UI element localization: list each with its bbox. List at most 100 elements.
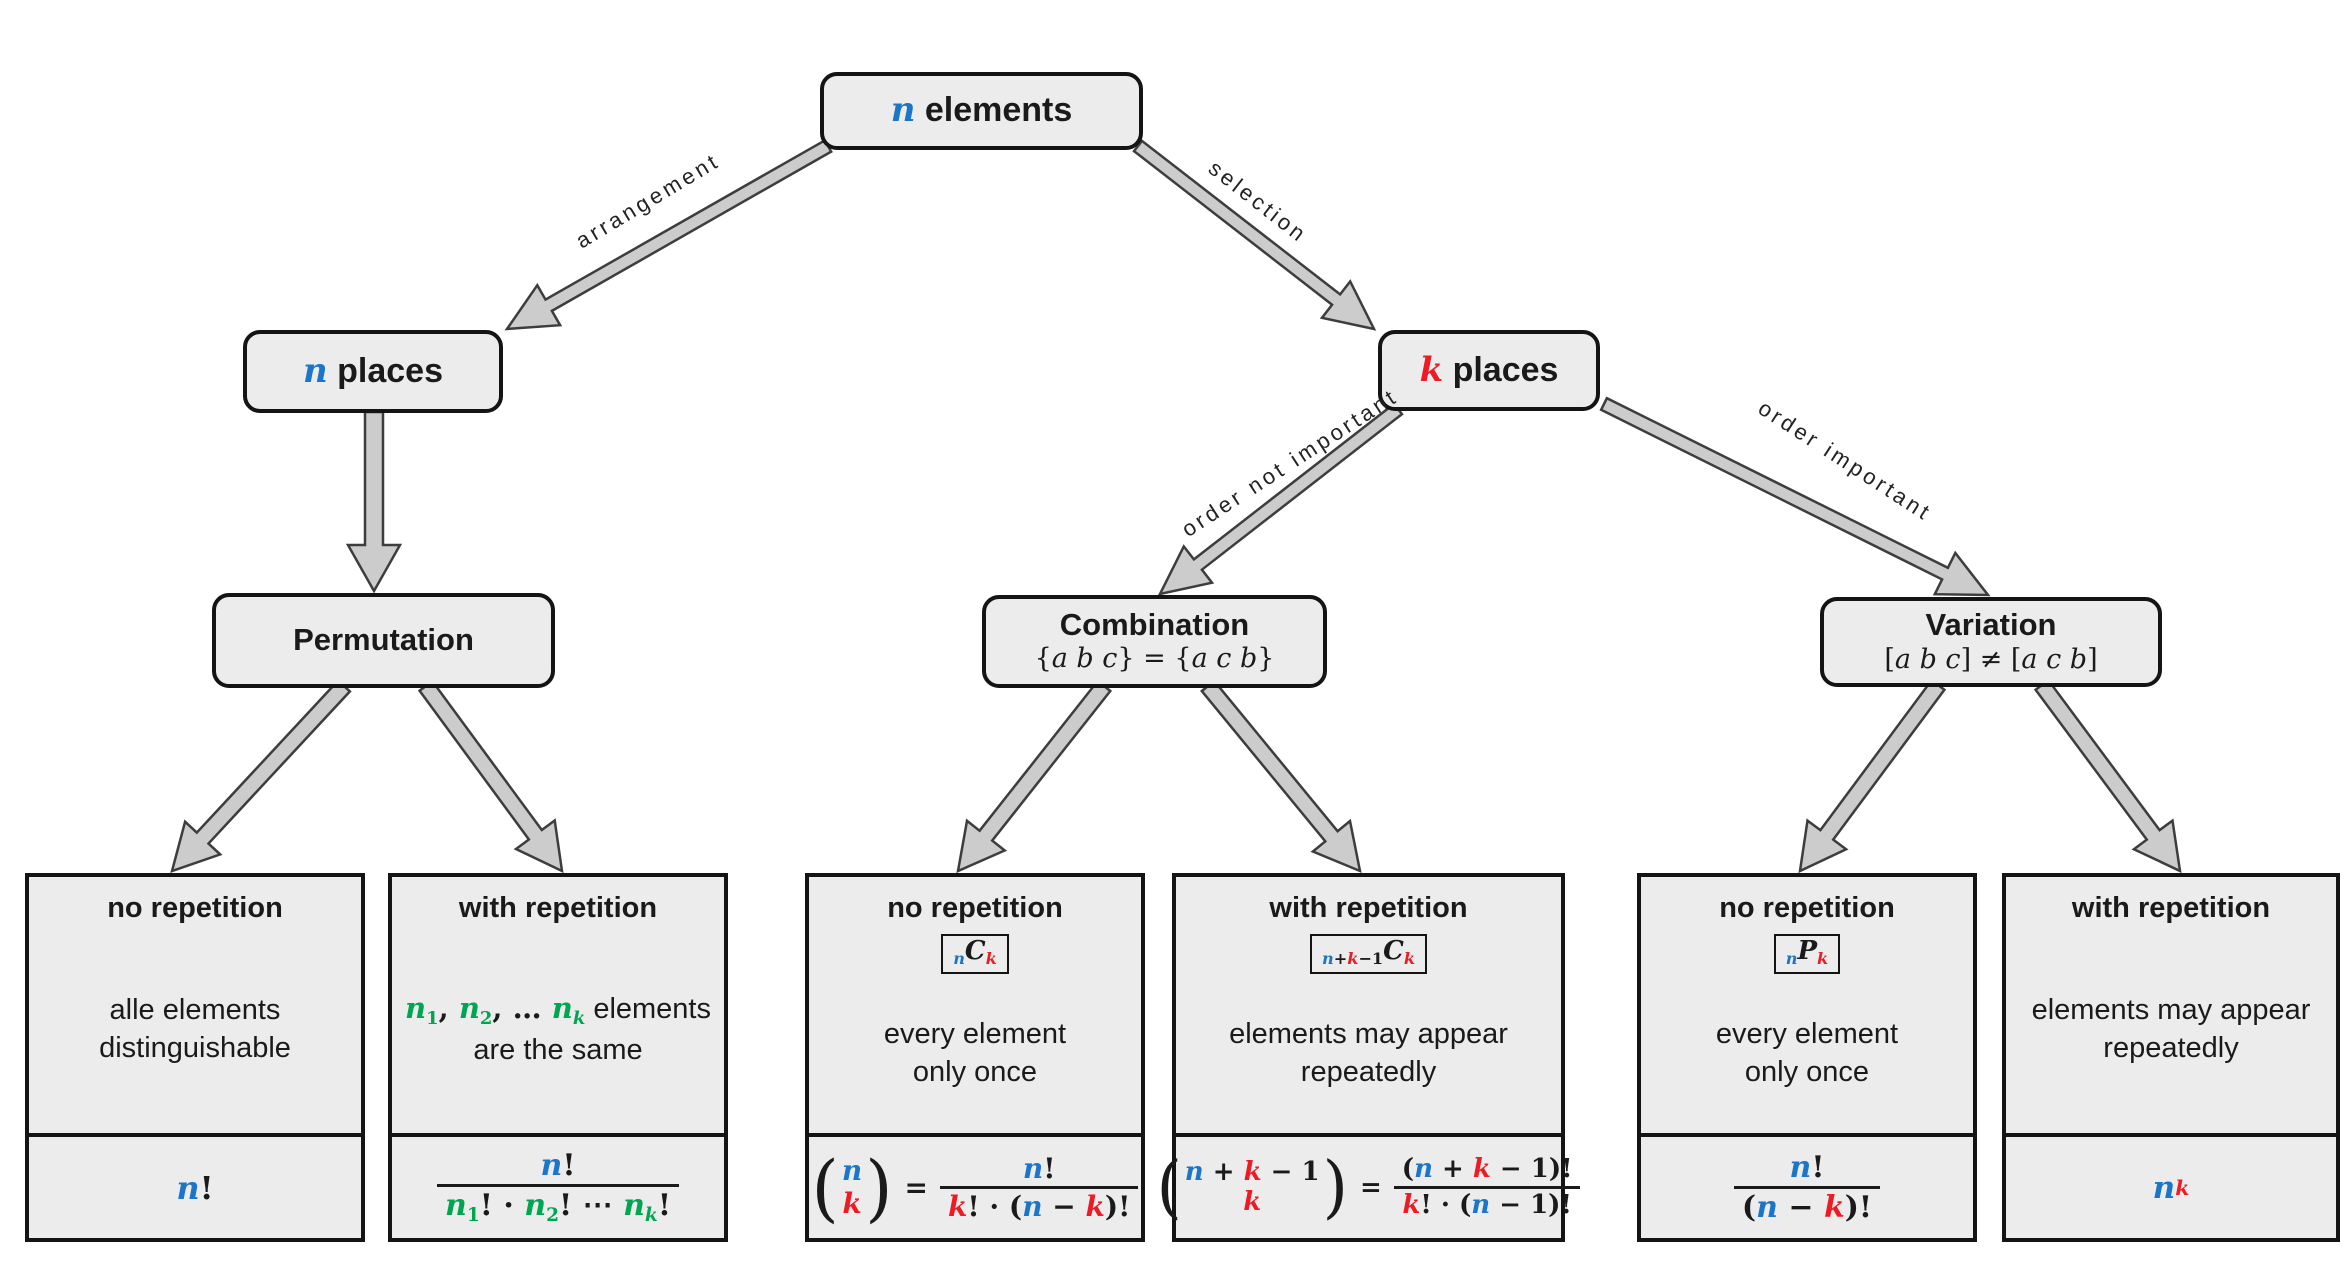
edge-variation-to-card-5 (1798, 678, 1947, 874)
node-permutation: Permutation (212, 593, 555, 688)
formula: n!n1! · n2! ⋯ nk! (437, 1147, 679, 1228)
text-segment: ! (1811, 1149, 1825, 1185)
text-segment: ] ≠ [ (1960, 643, 2022, 675)
text-segment: + (1333, 949, 1348, 969)
text-segment: ( (1741, 1190, 1757, 1225)
description-line: every element (1716, 1015, 1898, 1053)
card-variation-with-repetition: with repetition elements may appear repe… (2002, 873, 2340, 1242)
fraction: (n + k − 1)!k! · (n − 1)! (1394, 1153, 1581, 1221)
text-segment: n (1022, 1190, 1043, 1223)
text-segment: C (1383, 936, 1404, 966)
edge-permutation-to-card-1 (170, 678, 352, 873)
text-segment: , (438, 991, 459, 1026)
node-n-places: n places (243, 330, 503, 413)
text-segment: n (890, 90, 916, 131)
equals-sign: = (904, 1171, 928, 1204)
description-line: elements may appear (2032, 991, 2311, 1029)
text-segment: elements (915, 91, 1073, 130)
text-segment: ! (657, 1188, 671, 1224)
text-segment: n (1022, 1151, 1044, 1185)
description-line: every element (884, 1015, 1066, 1053)
text-segment: repeatedly (1300, 1056, 1437, 1089)
text-segment: only once (1744, 1056, 1870, 1089)
edge-variation-to-card-6 (2033, 678, 2182, 874)
description-line: distinguishable (99, 1029, 291, 1067)
text-segment: −1 (1358, 949, 1384, 969)
text-segment: k (2175, 1175, 2190, 1200)
text-segment: k (572, 1007, 586, 1029)
text-segment: k (1243, 1186, 1262, 1217)
text-segment: elements may appear (2031, 993, 2311, 1026)
text-segment: a c b (1191, 643, 1258, 675)
text-segment: only once (912, 1056, 1038, 1089)
text-segment: n (623, 1188, 645, 1224)
node-title: n places (302, 350, 443, 391)
text-segment: n (551, 991, 573, 1026)
text-segment: k (1347, 949, 1359, 969)
card-header: no repetition (887, 892, 1063, 924)
text-segment: ! · (479, 1188, 525, 1224)
text-segment: )! (1104, 1190, 1131, 1223)
description-line: only once (913, 1053, 1037, 1091)
text-segment: ! ⋯ (559, 1188, 624, 1224)
notation-nCk: nCk (941, 934, 1009, 974)
text-segment: k (1823, 1190, 1845, 1225)
text-segment: 1 (426, 1007, 439, 1029)
formula: n!(n − k)! (1733, 1149, 1881, 1227)
card-formula-section: n!(n − k)! (1641, 1137, 1973, 1238)
text-segment: alle elements (109, 993, 281, 1026)
text-segment: { (1034, 643, 1052, 675)
text-segment: n (841, 1154, 863, 1188)
edge-root-to-n-places (504, 138, 833, 331)
node-n-elements: n elements (820, 72, 1143, 150)
card-combination-with-repetition: with repetition n+k−1Ck elements may app… (1156, 873, 1580, 1242)
text-segment: n (1789, 1149, 1812, 1185)
text-segment: k (947, 1190, 968, 1223)
card-description-section: no repetition nPk every element only onc… (1641, 877, 1973, 1137)
card-variation-no-repetition: no repetition nPk every element only onc… (1637, 873, 1977, 1242)
text-segment: 2 (479, 1007, 493, 1029)
description-line: n1, n2, … nk elements (405, 989, 711, 1030)
text-segment: , … (492, 991, 552, 1026)
notation-n-plus-k-minus-1-Ck: n+k−1Ck (1310, 934, 1427, 974)
description-line: elements may appear (1229, 1015, 1508, 1053)
text-segment: 1 (466, 1205, 480, 1227)
notation-nPk: nPk (1773, 934, 1841, 974)
text-segment: − (1042, 1190, 1086, 1223)
node-subtitle: {a b c} = {a c b} (1035, 643, 1275, 674)
text-segment: k (1419, 349, 1444, 390)
text-segment: k (985, 949, 997, 969)
text-segment: ! (199, 1168, 214, 1207)
card-description: every element only once (884, 974, 1066, 1133)
node-title: n elements (890, 90, 1073, 131)
card-header: no repetition (107, 892, 283, 924)
text-segment: Variation (1925, 607, 2057, 643)
card-header: with repetition (2071, 892, 2271, 924)
edge-combination-to-card-4 (1200, 679, 1362, 874)
card-header: with repetition (1269, 892, 1468, 924)
card-formula-section: n! (29, 1137, 361, 1238)
text-segment: + (1203, 1156, 1244, 1187)
node-title: k places (1419, 349, 1559, 390)
text-segment: ! · ( (967, 1190, 1023, 1223)
text-segment: P (1797, 936, 1818, 966)
text-segment: n (302, 350, 328, 391)
text-segment: a b c (1894, 643, 1961, 675)
card-formula-section: n!n1! · n2! ⋯ nk! (392, 1137, 724, 1238)
text-segment: ] (2087, 643, 2098, 675)
edge-permutation-to-card-2 (417, 679, 564, 874)
fraction: n!k! · (n − k)! (939, 1151, 1139, 1224)
text-segment: k (644, 1205, 658, 1227)
card-description: alle elements distinguishable (99, 925, 291, 1133)
node-title: Permutation (293, 622, 474, 658)
text-segment: k (1085, 1190, 1105, 1223)
text-segment: Permutation (293, 622, 474, 658)
text-segment: k (1402, 1190, 1421, 1220)
text-segment: k (1403, 949, 1415, 969)
text-segment: n (524, 1188, 547, 1224)
